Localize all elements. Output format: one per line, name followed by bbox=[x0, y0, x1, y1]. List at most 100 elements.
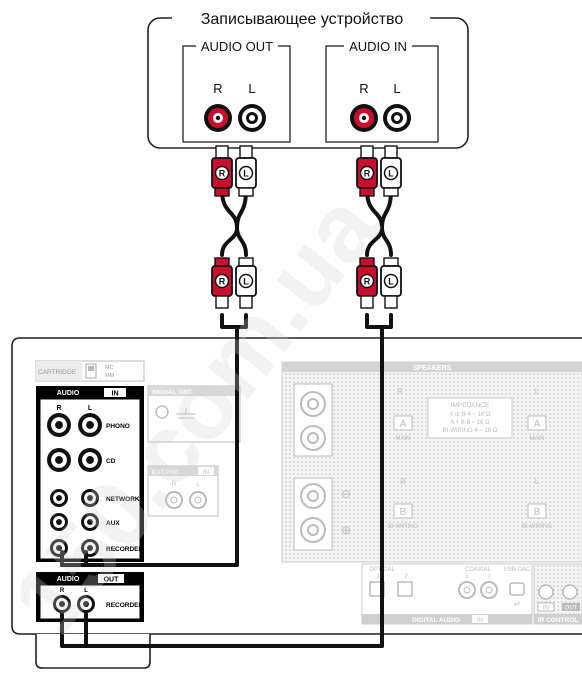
speakers-main-left: MAIN bbox=[530, 436, 545, 442]
plug-in-r-top[interactable]: R bbox=[356, 145, 378, 197]
digital-audio-badge: IN bbox=[477, 618, 483, 624]
impedance-row: A + B 8 ~ 16 Ω bbox=[450, 420, 490, 426]
speaker-terminal-br-plus[interactable] bbox=[300, 483, 326, 509]
plug-out-r-bottom-letter: R bbox=[219, 277, 226, 287]
cable-out-r bbox=[220, 188, 240, 257]
speaker-terminal-ar-minus[interactable] bbox=[300, 425, 326, 451]
digital-audio-footer: DIGITAL AUDIO bbox=[412, 617, 460, 624]
recorder-audio-out: AUDIO OUT R L bbox=[182, 38, 291, 143]
plug-in-l-top-letter: L bbox=[388, 169, 394, 179]
minus-sign-icon: ⊖ bbox=[341, 487, 351, 501]
plus-sign-icon: ⊕ bbox=[341, 523, 351, 537]
speakers-b-box-left: B bbox=[534, 507, 541, 518]
usb-icon: ⇌ bbox=[514, 599, 521, 608]
speakers-section: SPEAKERS R L A MAIN A MAIN IMPEDANCE A o… bbox=[281, 361, 582, 563]
optical-1: 1 bbox=[376, 574, 380, 580]
amp-in-aux-label: AUX bbox=[106, 520, 120, 527]
speakers-b-box-right: B bbox=[400, 507, 407, 518]
speakers-biwiring-left: BI-WIRING bbox=[522, 524, 552, 530]
audio-out-label: AUDIO OUT bbox=[201, 39, 273, 54]
usb-dac-label: USB-DAC bbox=[503, 567, 531, 573]
amp-out-l: L bbox=[84, 588, 88, 594]
speakers-l-bottom: L bbox=[535, 477, 540, 486]
coaxial-label: COAXIAL bbox=[465, 567, 492, 573]
ext-pre-r-jack[interactable] bbox=[165, 491, 183, 509]
speakers-title: SPEAKERS bbox=[413, 365, 452, 372]
optical-2-port[interactable] bbox=[397, 581, 413, 597]
ext-pre-badge: IN bbox=[203, 470, 209, 476]
coaxial-2: 2 bbox=[487, 574, 491, 580]
amp-in-cd-label: CD bbox=[106, 458, 116, 465]
ext-pre-r: R bbox=[172, 482, 177, 488]
audio-out-panel-title: AUDIO bbox=[57, 576, 80, 583]
amp-in-cd-r-jack[interactable] bbox=[47, 448, 71, 472]
cables-over-panel bbox=[60, 328, 384, 648]
coaxial-2-jack[interactable] bbox=[480, 581, 498, 599]
signal-gnd: SIGNAL GND bbox=[147, 385, 241, 443]
plug-out-r-top[interactable]: R bbox=[211, 145, 233, 197]
impedance-title: IMPEDANCE bbox=[451, 402, 490, 409]
cartridge-switch[interactable]: CARTRIDGE MC MM bbox=[35, 360, 145, 382]
amp-out-recorder-r-jack[interactable] bbox=[53, 595, 71, 613]
audio-in-panel-title: AUDIO bbox=[57, 390, 80, 397]
audio-in-r-jack[interactable] bbox=[350, 104, 378, 132]
amp-in-network-l-jack[interactable] bbox=[81, 489, 99, 507]
cartridge-mm: MM bbox=[105, 373, 115, 379]
ir-control-section: IN OUT IR CONTROL bbox=[533, 563, 582, 625]
amp-in-aux-l-jack[interactable] bbox=[81, 513, 99, 531]
plug-in-l-bottom[interactable]: L bbox=[380, 257, 402, 309]
ir-out-jack[interactable] bbox=[562, 584, 578, 600]
ir-out-label: OUT bbox=[565, 606, 578, 612]
plug-out-l-top-letter: L bbox=[243, 169, 249, 179]
ir-in-label: IN bbox=[543, 606, 549, 612]
recorder-device: Записывающее устройство AUDIO OUT R L bbox=[147, 8, 469, 149]
ground-terminal-icon[interactable] bbox=[155, 405, 169, 419]
cartridge-label: CARTRIDGE bbox=[38, 369, 77, 376]
amp-in-phono-r-jack[interactable] bbox=[47, 413, 71, 437]
speakers-main-right: MAIN bbox=[396, 436, 411, 442]
plug-in-r-bottom[interactable]: R bbox=[356, 257, 378, 309]
plug-out-l-bottom[interactable]: L bbox=[235, 257, 257, 309]
optical-2: 2 bbox=[404, 574, 408, 580]
cable-out-l bbox=[234, 188, 248, 257]
plug-in-r-bottom-letter: R bbox=[364, 277, 371, 287]
audio-in-l-label: L bbox=[393, 81, 400, 96]
audio-out-r-jack[interactable] bbox=[204, 104, 232, 132]
plug-out-r-bottom[interactable]: R bbox=[211, 257, 233, 309]
plug-in-l-top[interactable]: L bbox=[380, 145, 402, 197]
audio-out-l-jack[interactable] bbox=[238, 104, 266, 132]
speakers-a-box-left: A bbox=[534, 419, 541, 430]
amp-in-phono-l-jack[interactable] bbox=[78, 413, 102, 437]
amp-in-aux-r-jack[interactable] bbox=[50, 513, 68, 531]
amp-in-phono-label: PHONO bbox=[106, 423, 130, 430]
audio-in-r-label: R bbox=[359, 81, 368, 96]
speakers-a-box-right: A bbox=[400, 419, 407, 430]
usb-dac-port[interactable] bbox=[509, 582, 525, 596]
amp-in-cd-l-jack[interactable] bbox=[78, 448, 102, 472]
ext-pre-l-jack[interactable] bbox=[189, 491, 207, 509]
coaxial-1: 1 bbox=[465, 574, 469, 580]
impedance-table: IMPEDANCE A or B 4 ~ 16 ΩA + B 8 ~ 16 ΩB… bbox=[427, 397, 513, 439]
ext-pre-l: L bbox=[196, 482, 200, 488]
speakers-r-bottom: R bbox=[400, 477, 406, 486]
ir-control-label: IR CONTROL bbox=[538, 617, 578, 624]
amp-out-r: R bbox=[60, 588, 65, 594]
ir-in-jack[interactable] bbox=[538, 584, 554, 600]
speakers-l-top: L bbox=[535, 387, 540, 396]
amp-in-r: R bbox=[56, 405, 61, 412]
coaxial-1-jack[interactable] bbox=[458, 581, 476, 599]
cartridge-mc: MC bbox=[105, 365, 114, 371]
amp-out-recorder-l-jack[interactable] bbox=[77, 595, 95, 613]
plug-out-l-top[interactable]: L bbox=[235, 145, 257, 197]
amp-in-network-r-jack[interactable] bbox=[50, 489, 68, 507]
audio-in-l-jack[interactable] bbox=[383, 104, 411, 132]
speaker-terminal-ar-plus[interactable] bbox=[300, 391, 326, 417]
ground-symbol-icon bbox=[176, 408, 196, 419]
impedance-row: A or B 4 ~ 16 Ω bbox=[449, 412, 491, 418]
speaker-terminal-br-minus[interactable] bbox=[300, 517, 326, 543]
recorder-audio-in: AUDIO IN R L bbox=[325, 38, 439, 143]
plug-out-l-bottom-letter: L bbox=[243, 277, 249, 287]
